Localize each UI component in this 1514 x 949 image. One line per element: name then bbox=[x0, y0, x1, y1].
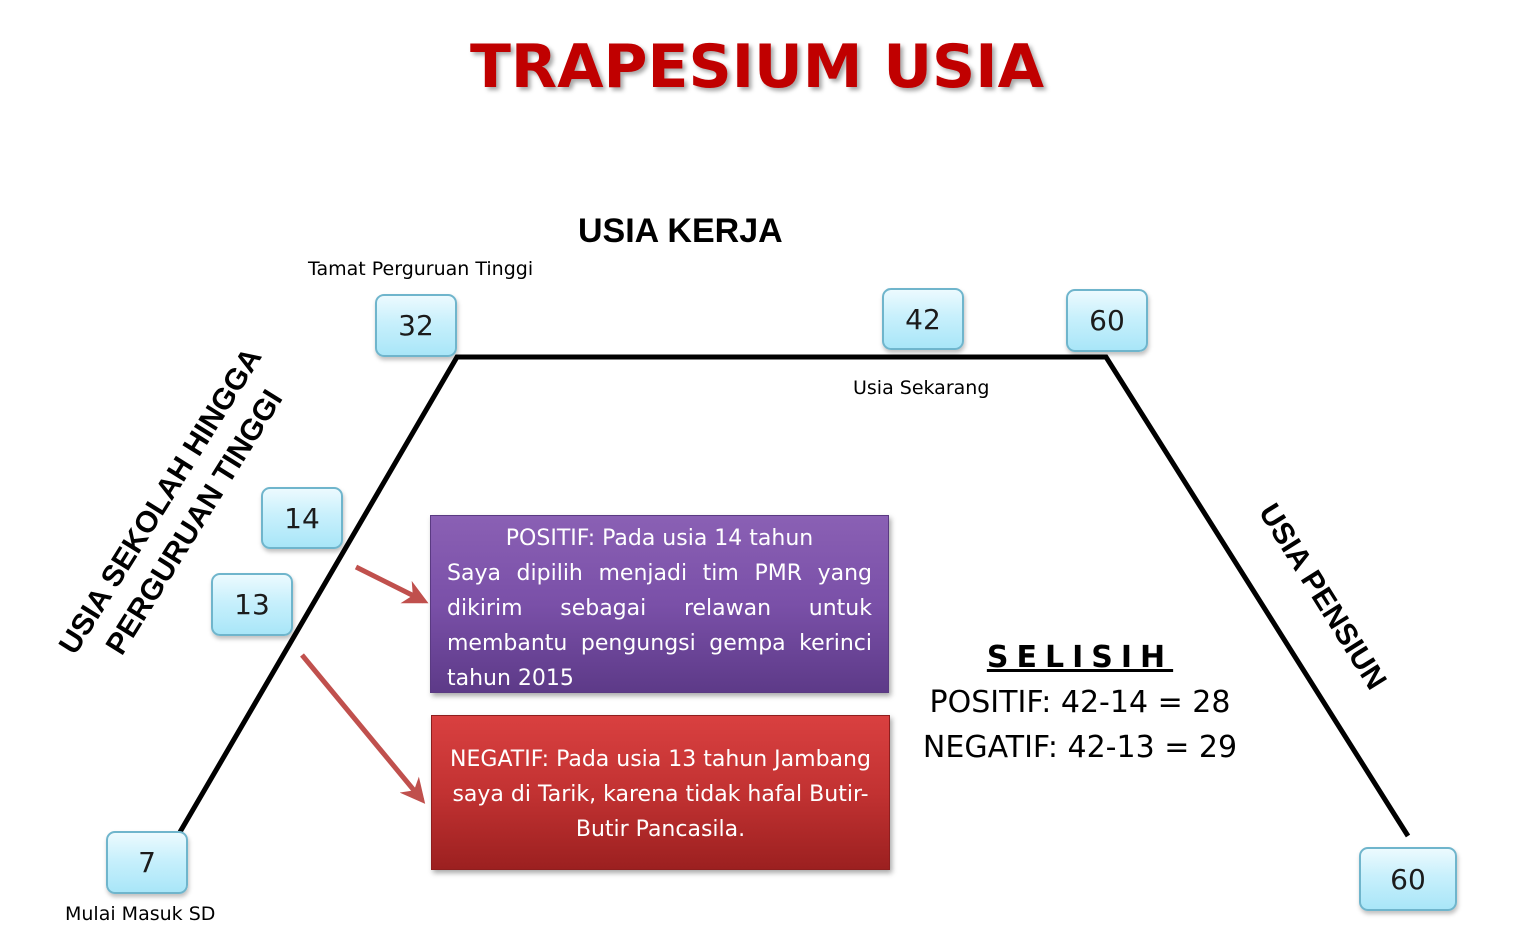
label-tamat-perguruan-tinggi: Tamat Perguruan Tinggi bbox=[308, 258, 534, 280]
age-box-retire-bottom: 60 bbox=[1359, 847, 1457, 911]
positive-event-body: Saya dipilih menjadi tim PMR yang dikiri… bbox=[447, 561, 872, 691]
label-mulai-masuk-sd: Mulai Masuk SD bbox=[65, 903, 216, 925]
label-usia-kerja: USIA KERJA bbox=[578, 212, 783, 250]
negative-event-text: NEGATIF: Pada usia 13 tahun Jambang saya… bbox=[450, 747, 871, 842]
age-box-current: 42 bbox=[882, 288, 964, 350]
age-box-retire-top: 60 bbox=[1066, 289, 1148, 352]
page-title: TRAPESIUM USIA bbox=[469, 32, 1045, 102]
negative-arrow bbox=[300, 653, 426, 804]
positive-arrow bbox=[354, 564, 429, 604]
selisih-heading: SELISIH bbox=[986, 640, 1174, 675]
negative-event-box: NEGATIF: Pada usia 13 tahun Jambang saya… bbox=[431, 715, 890, 870]
selisih-summary: SELISIH POSITIF: 42-14 = 28 NEGATIF: 42-… bbox=[900, 636, 1260, 770]
trapezoid-outline bbox=[177, 354, 1411, 838]
label-usia-sekarang: Usia Sekarang bbox=[853, 377, 990, 399]
positive-event-box: POSITIF: Pada usia 14 tahun Saya dipilih… bbox=[430, 515, 889, 693]
selisih-positive: POSITIF: 42-14 = 28 bbox=[929, 685, 1231, 720]
age-box-start: 7 bbox=[106, 831, 188, 894]
age-box-positive: 14 bbox=[261, 487, 343, 549]
selisih-negative: NEGATIF: 42-13 = 29 bbox=[922, 730, 1238, 765]
age-box-negative: 13 bbox=[211, 573, 293, 636]
age-box-grad: 32 bbox=[375, 294, 457, 357]
positive-event-heading: POSITIF: Pada usia 14 tahun bbox=[505, 526, 814, 551]
